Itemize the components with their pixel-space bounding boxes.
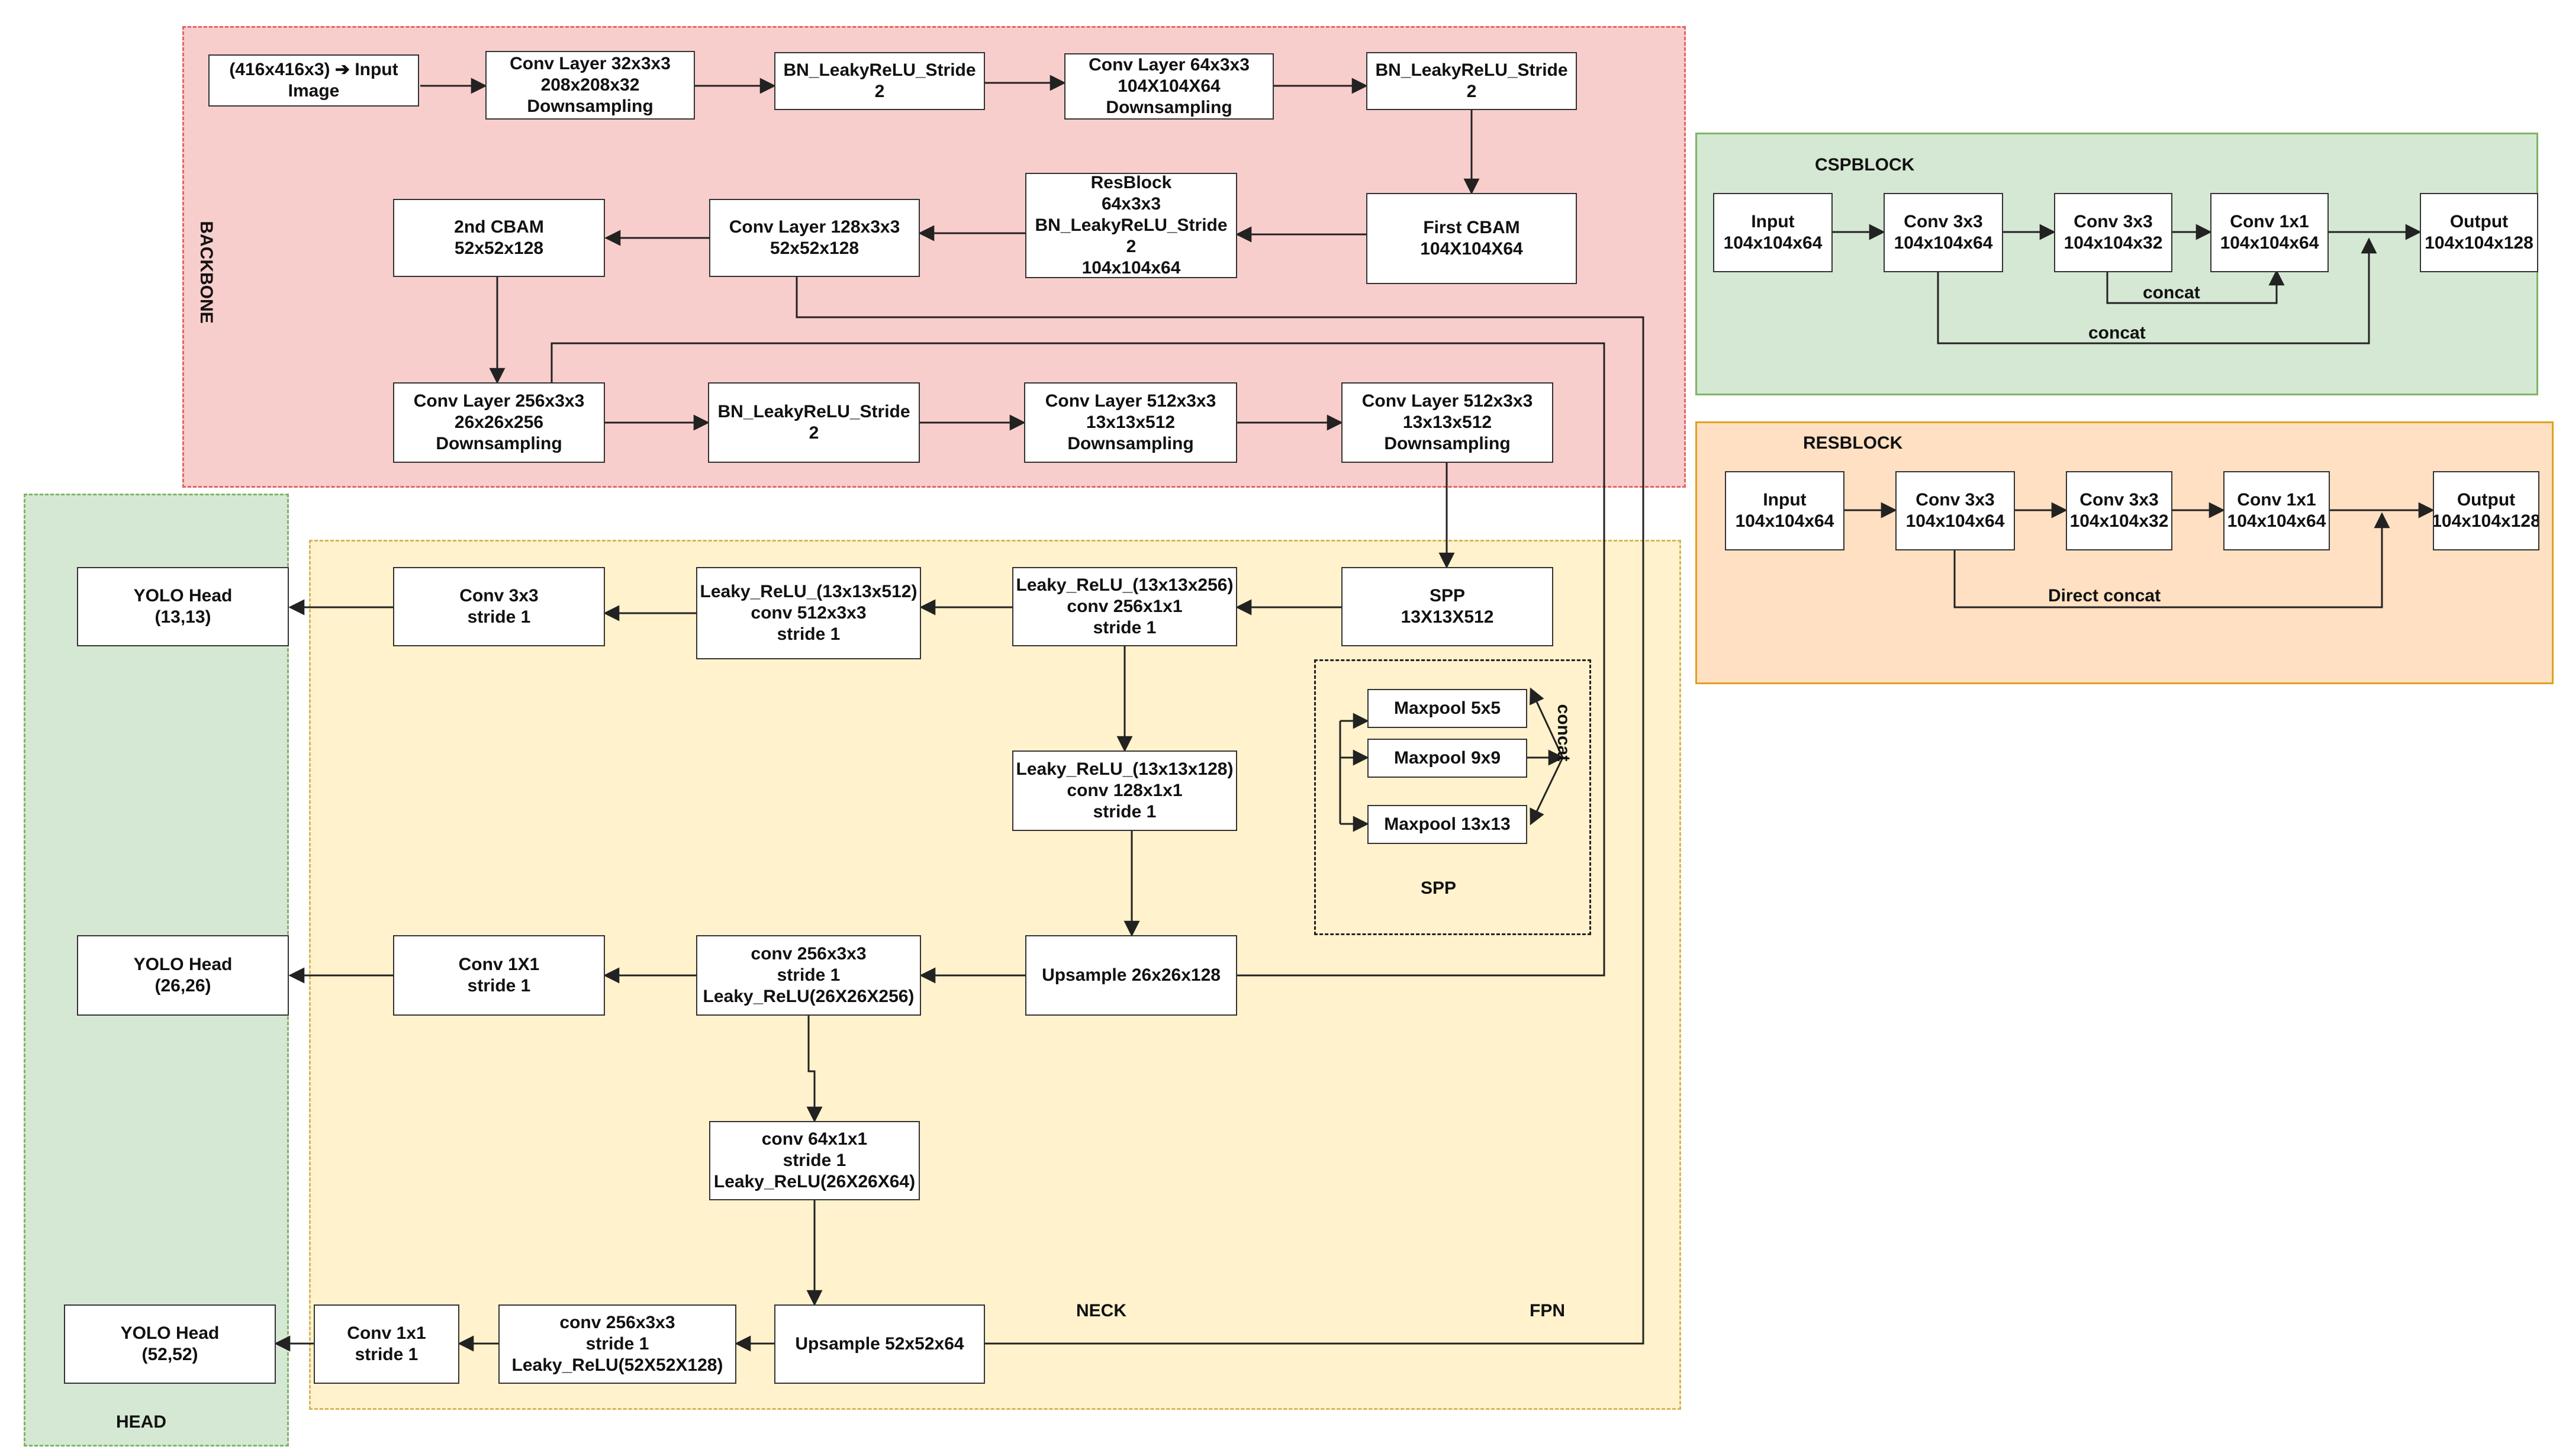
conv64-1x1-node: conv 64x1x1 stride 1 Leaky_ReLU(26X26X64… [709, 1121, 920, 1200]
res-output-node: Output 104x104x128 [2433, 471, 2539, 550]
bn2-node: BN_LeakyReLU_Stride 2 [1366, 52, 1577, 110]
res-conv1-node: Conv 1x1 104x104x64 [2223, 471, 2330, 550]
first-cbam-node: First CBAM 104X104X64 [1366, 193, 1577, 284]
conv128-node: Conv Layer 128x3x3 52x52x128 [709, 199, 920, 277]
conv512a-node: Conv Layer 512x3x3 13x13x512 Downsamplin… [1024, 382, 1237, 463]
maxpool9-node: Maxpool 9x9 [1367, 739, 1527, 778]
edge-concat-to-maxpool13 [1530, 757, 1564, 826]
yolo52-node: YOLO Head (52,52) [64, 1304, 276, 1384]
csp-conv3a-node: Conv 3x3 104x104x64 [1884, 193, 2003, 272]
bn3-node: BN_LeakyReLU_Stride 2 [708, 382, 920, 463]
conv1x1-52-node: Conv 1x1 stride 1 [314, 1304, 459, 1384]
spp-group-label: SPP [1421, 878, 1457, 898]
conv256-52-node: conv 256x3x3 stride 1 Leaky_ReLU(52X52X1… [498, 1304, 736, 1384]
yolo13-node: YOLO Head (13,13) [77, 567, 289, 646]
csp-inner-concat-label: concat [2143, 283, 2200, 302]
conv256-s1-node: conv 256x3x3 stride 1 Leaky_ReLU(26X26X2… [696, 935, 921, 1016]
edge-skip-conv256-to-upsample26 [550, 342, 1605, 977]
leaky256-node: Leaky_ReLU_(13x13x256) conv 256x1x1 stri… [1012, 567, 1237, 646]
conv256-node: Conv Layer 256x3x3 26x26x256 Downsamplin… [393, 382, 605, 463]
spp-concat-label: concat [1554, 704, 1573, 762]
conv512b-node: Conv Layer 512x3x3 13x13x512 Downsamplin… [1341, 382, 1553, 463]
edge-csp-inner-concat [2106, 269, 2285, 304]
resblock-region [1695, 421, 2554, 684]
upsample26-node: Upsample 26x26x128 [1025, 935, 1237, 1016]
neck-label: NECK [1076, 1301, 1127, 1320]
csp-conv1-node: Conv 1x1 104x104x64 [2210, 193, 2329, 272]
cspblock-label: CSPBLOCK [1815, 155, 1915, 175]
res-direct-concat-label: Direct concat [2048, 586, 2161, 605]
csp-outer-concat-label: concat [2088, 323, 2146, 343]
leaky512-node: Leaky_ReLU_(13x13x512) conv 512x3x3 stri… [696, 567, 921, 659]
conv1x1-26-node: Conv 1X1 stride 1 [393, 935, 605, 1016]
fpn-label: FPN [1530, 1301, 1565, 1320]
edge-res-direct-concat [1953, 512, 2390, 608]
edge-skip-conv128-to-upsample52 [796, 277, 1644, 1345]
bn1-node: BN_LeakyReLU_Stride 2 [774, 52, 985, 110]
cbam2-node: 2nd CBAM 52x52x128 [393, 199, 605, 277]
conv64-node: Conv Layer 64x3x3 104X104X64 Downsamplin… [1064, 53, 1274, 120]
conv32-node: Conv Layer 32x3x3 208x208x32 Downsamplin… [485, 51, 695, 120]
resblock-main-node: ResBlock 64x3x3 BN_LeakyReLU_Stride 2 10… [1025, 173, 1237, 278]
edge-concat-to-maxpool5 [1530, 687, 1564, 758]
edge-csp-outer-concat [1937, 237, 2377, 344]
edge-conv256s1-to-conv64 [806, 1016, 823, 1123]
upsample52-node: Upsample 52x52x64 [774, 1304, 985, 1384]
spp-group-region [1314, 659, 1591, 935]
head-label: HEAD [116, 1412, 167, 1432]
input-image-node: (416x416x3) ➔ Input Image [208, 54, 419, 107]
csp-input-node: Input 104x104x64 [1713, 193, 1833, 272]
resblock-label: RESBLOCK [1803, 433, 1903, 453]
maxpool5-node: Maxpool 5x5 [1367, 689, 1527, 728]
conv3x3-s1-node: Conv 3x3 stride 1 [393, 567, 605, 646]
leaky128-node: Leaky_ReLU_(13x13x128) conv 128x1x1 stri… [1012, 750, 1237, 831]
res-input-node: Input 104x104x64 [1725, 471, 1844, 550]
spp-node: SPP 13X13X512 [1341, 567, 1553, 646]
csp-conv3b-node: Conv 3x3 104x104x32 [2054, 193, 2172, 272]
yolo26-node: YOLO Head (26,26) [77, 935, 289, 1016]
res-conv3b-node: Conv 3x3 104x104x32 [2066, 471, 2172, 550]
res-conv3a-node: Conv 3x3 104x104x64 [1895, 471, 2015, 550]
maxpool13-node: Maxpool 13x13 [1367, 805, 1527, 844]
csp-output-node: Output 104x104x128 [2420, 193, 2538, 272]
